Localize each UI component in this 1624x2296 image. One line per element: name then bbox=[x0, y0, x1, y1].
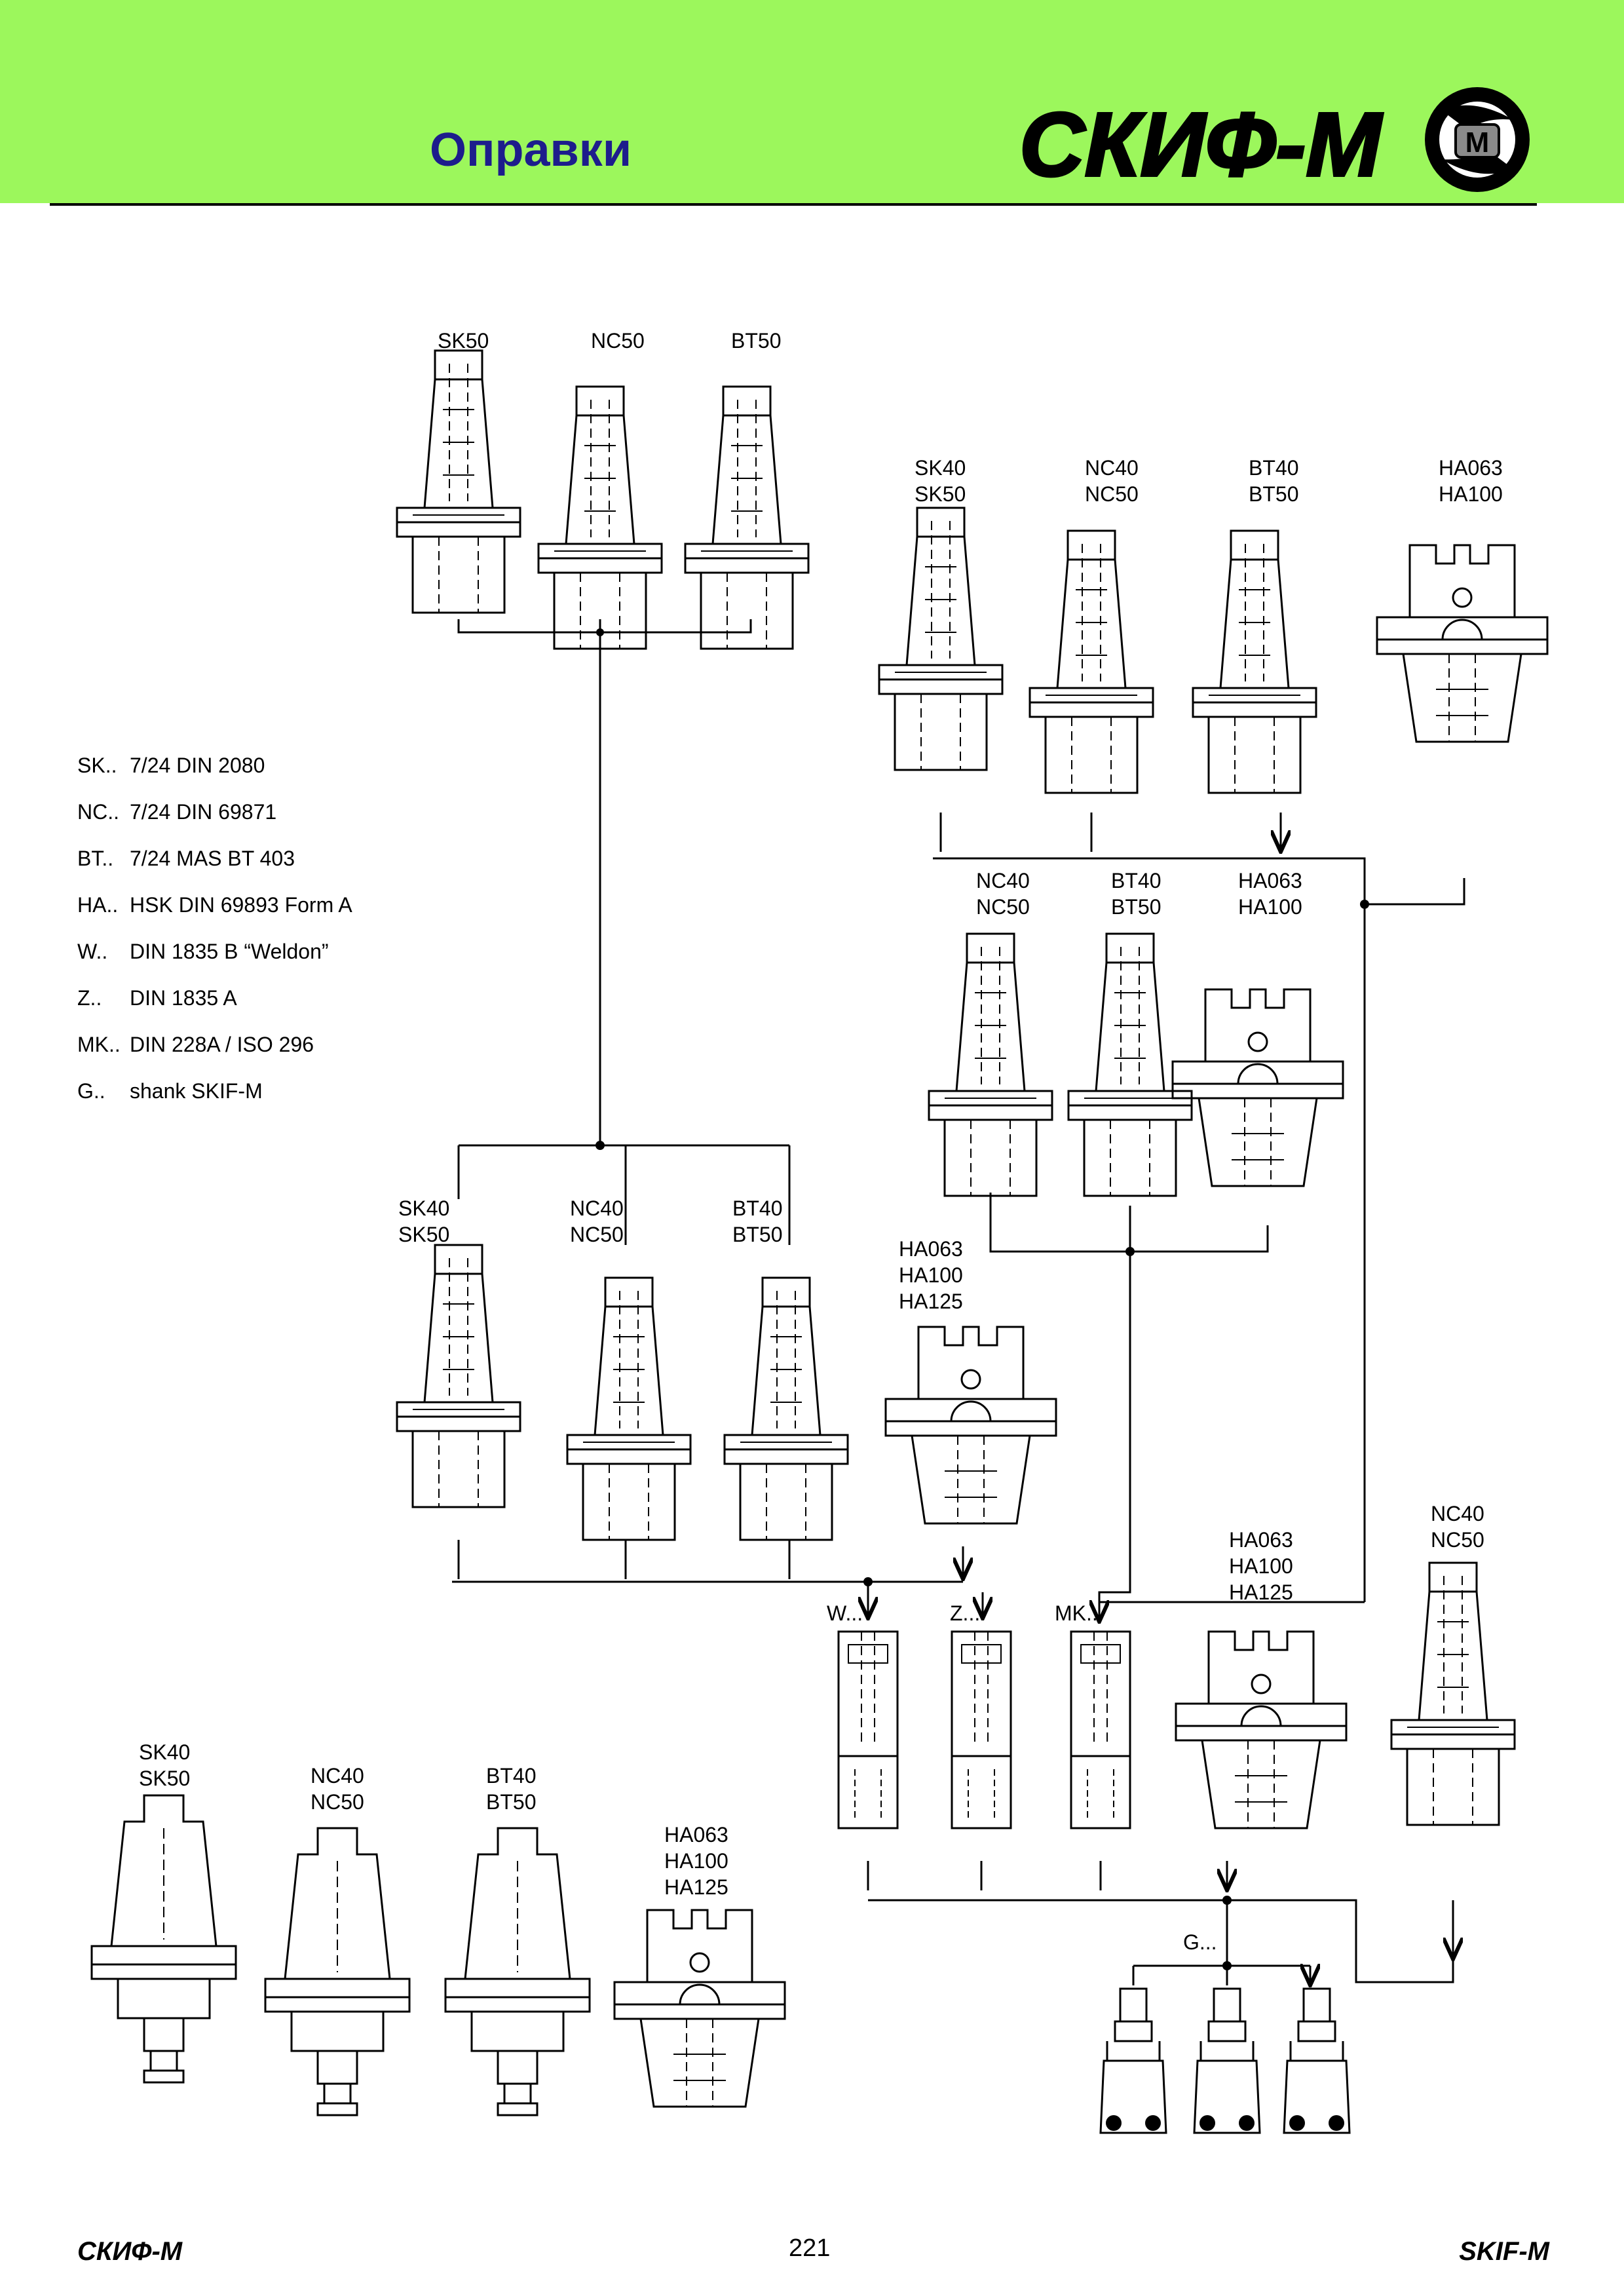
page-title: Оправки bbox=[430, 124, 632, 176]
label-g5-ha: HA063 HA100 HA125 bbox=[1229, 1528, 1293, 1604]
legend-key: NC.. bbox=[77, 800, 119, 824]
logo-letter: М bbox=[1465, 126, 1490, 159]
footer-brand-right: SKIF-M bbox=[1459, 2237, 1549, 2266]
label-g4-nc: NC40 NC50 bbox=[570, 1196, 624, 1246]
legend-item: MK.. DIN 228A / ISO 296 bbox=[77, 1031, 352, 1078]
standards-legend: SK.. 7/24 DIN 2080 NC.. 7/24 DIN 69871 BT.… bbox=[77, 752, 352, 1124]
legend-desc: 7/24 DIN 2080 bbox=[130, 754, 265, 777]
header-rule bbox=[50, 203, 1537, 206]
label-g2-sk: SK40 SK50 bbox=[915, 456, 966, 506]
legend-item: G.. shank SKIF-M bbox=[77, 1078, 352, 1124]
label-g7-nc: NC40 NC50 bbox=[311, 1764, 364, 1814]
legend-desc: 7/24 MAS BT 403 bbox=[130, 847, 295, 870]
label-g5-w: W... bbox=[827, 1601, 863, 1625]
label-g1-nc: NC50 bbox=[591, 329, 645, 353]
legend-key: BT.. bbox=[77, 847, 114, 870]
legend-desc: DIN 228A / ISO 296 bbox=[130, 1033, 314, 1056]
legend-item: NC.. 7/24 DIN 69871 bbox=[77, 799, 352, 845]
label-g5-mk: MK... bbox=[1055, 1601, 1104, 1625]
legend-item: W.. DIN 1835 B “Weldon” bbox=[77, 938, 352, 985]
label-g7-sk: SK40 SK50 bbox=[139, 1740, 191, 1790]
label-g1-sk: SK50 bbox=[438, 329, 489, 353]
legend-item: HA.. HSK DIN 69893 Form A bbox=[77, 892, 352, 938]
legend-key: HA.. bbox=[77, 893, 119, 917]
legend-key: MK.. bbox=[77, 1033, 121, 1056]
label-g4-bt: BT40 BT50 bbox=[732, 1196, 783, 1246]
label-g2-bt: BT40 BT50 bbox=[1249, 456, 1299, 506]
label-g3-nc: NC40 NC50 bbox=[976, 869, 1030, 919]
legend-desc: HSK DIN 69893 Form A bbox=[130, 893, 352, 917]
label-g2-ha: HA063 HA100 bbox=[1439, 456, 1503, 506]
legend-key: SK.. bbox=[77, 754, 117, 777]
legend-item: BT.. 7/24 MAS BT 403 bbox=[77, 845, 352, 892]
legend-desc: shank SKIF-M bbox=[130, 1079, 263, 1103]
legend-desc: 7/24 DIN 69871 bbox=[130, 800, 277, 824]
label-g6-g: G... bbox=[1183, 1930, 1217, 1954]
legend-key: Z.. bbox=[77, 986, 102, 1010]
page-number: 221 bbox=[789, 2234, 831, 2262]
label-g5-z: Z... bbox=[950, 1601, 981, 1625]
label-g5-nc: NC40 NC50 bbox=[1431, 1502, 1484, 1552]
label-g1-bt: BT50 bbox=[731, 329, 782, 353]
legend-item: SK.. 7/24 DIN 2080 bbox=[77, 752, 352, 799]
label-g4-ha: HA063 HA100 HA125 bbox=[899, 1237, 963, 1313]
legend-key: G.. bbox=[77, 1079, 105, 1103]
legend-desc: DIN 1835 B “Weldon” bbox=[130, 940, 329, 963]
label-g4-sk: SK40 SK50 bbox=[398, 1196, 450, 1246]
header-band bbox=[0, 0, 1624, 203]
brand-logo: СКИФ-М М bbox=[1018, 87, 1530, 197]
brand-logo-text: СКИФ-М bbox=[1019, 94, 1383, 195]
label-g2-nc: NC40 NC50 bbox=[1085, 456, 1139, 506]
label-g7-ha: HA063 HA100 HA125 bbox=[664, 1823, 728, 1899]
legend-item: Z.. DIN 1835 A bbox=[77, 985, 352, 1031]
label-g3-bt: BT40 BT50 bbox=[1111, 869, 1161, 919]
footer-brand-left: СКИФ-М bbox=[77, 2237, 183, 2266]
label-g7-bt: BT40 BT50 bbox=[486, 1764, 537, 1814]
legend-key: W.. bbox=[77, 940, 108, 963]
label-g3-ha: HA063 HA100 bbox=[1238, 869, 1302, 919]
legend-desc: DIN 1835 A bbox=[130, 986, 237, 1010]
